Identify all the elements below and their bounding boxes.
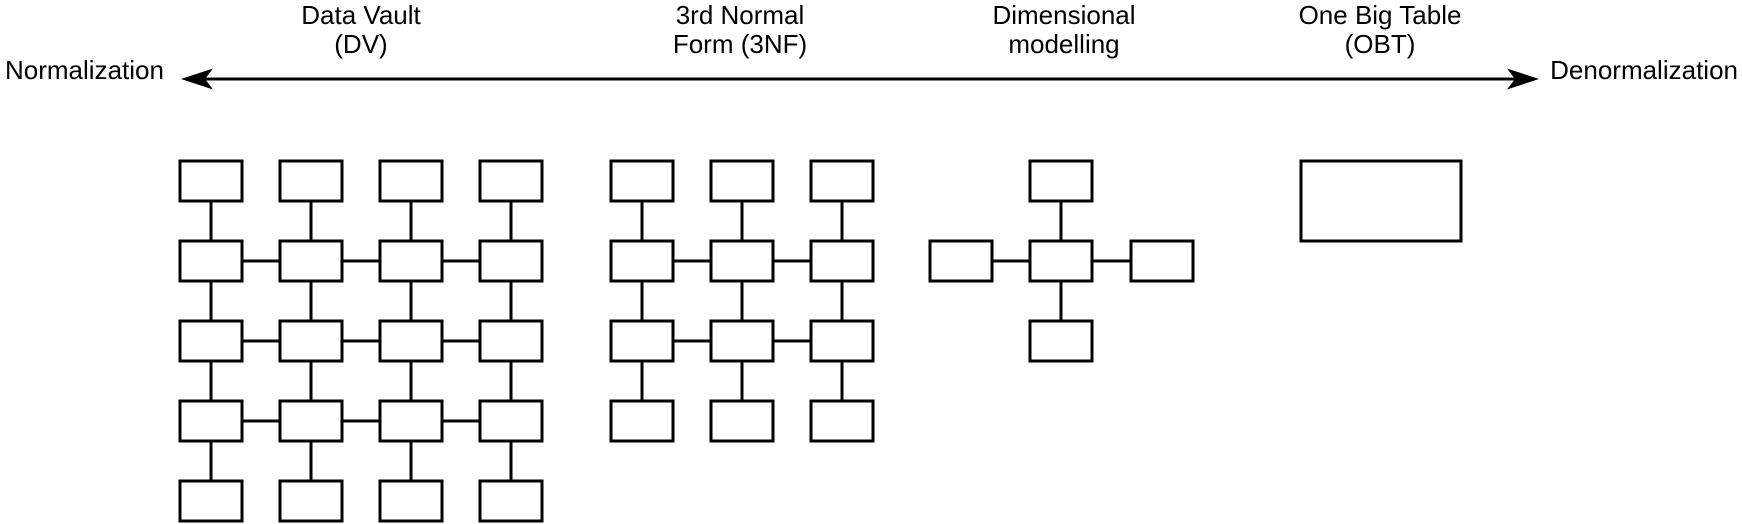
- right-arrowhead-icon: [1507, 68, 1539, 90]
- third-normal-form-schema-table-box: [809, 239, 875, 283]
- dimensional-star-schema-dimension-table-box: [1129, 239, 1195, 283]
- method-label-line2: modelling: [1008, 29, 1120, 59]
- method-label-line1: Dimensional: [992, 0, 1136, 30]
- third-normal-form-schema-table-box: [809, 399, 875, 443]
- one-big-table-schema-table-box: [1299, 159, 1463, 243]
- data-vault-schema-table-box: [178, 319, 244, 363]
- data-vault-schema-table-box: [278, 399, 344, 443]
- method-label-line1: 3rd Normal: [675, 0, 805, 30]
- data-vault-schema-table-box: [378, 319, 444, 363]
- data-vault-schema-table-box: [178, 239, 244, 283]
- data-vault-schema-table-box: [178, 159, 244, 203]
- third-normal-form-schema-table-box: [709, 239, 775, 283]
- method-label-line2: (DV): [334, 29, 388, 59]
- data-vault-schema-table-box: [278, 479, 344, 523]
- method-label-line1: Data Vault: [301, 0, 421, 30]
- normalization-label: Normalization: [5, 55, 164, 85]
- method-label-line2: (OBT): [1344, 29, 1416, 59]
- method-label-line1: One Big Table: [1298, 0, 1462, 30]
- third-normal-form-schema-table-box: [709, 159, 775, 203]
- third-normal-form-schema-table-box: [709, 319, 775, 363]
- method-label-one-big-table: One Big Table (OBT): [1299, 1, 1462, 59]
- data-vault-schema-table-box: [478, 399, 544, 443]
- denormalization-label: Denormalization: [1550, 55, 1738, 85]
- data-vault-schema-table-box: [478, 319, 544, 363]
- dimensional-star-schema-dimension-table-box: [1028, 159, 1094, 203]
- dimensional-star-schema-fact-table-box: [1028, 239, 1094, 283]
- third-normal-form-schema-table-box: [809, 319, 875, 363]
- dimensional-star-schema-dimension-table-box: [928, 239, 994, 283]
- left-arrowhead-icon: [181, 68, 213, 90]
- data-vault-schema-table-box: [378, 479, 444, 523]
- method-label-data-vault: Data Vault (DV): [301, 1, 420, 59]
- data-vault-schema-table-box: [478, 239, 544, 283]
- data-vault-schema-table-box: [278, 239, 344, 283]
- method-label-line2: Form (3NF): [672, 29, 808, 59]
- third-normal-form-schema-table-box: [609, 159, 675, 203]
- data-vault-schema-table-box: [178, 399, 244, 443]
- data-vault-schema-table-box: [478, 479, 544, 523]
- data-vault-schema-table-box: [278, 319, 344, 363]
- third-normal-form-schema-table-box: [609, 399, 675, 443]
- third-normal-form-schema-table-box: [809, 159, 875, 203]
- data-vault-schema-table-box: [378, 399, 444, 443]
- data-vault-schema-table-box: [378, 239, 444, 283]
- third-normal-form-schema-table-box: [609, 319, 675, 363]
- dimensional-star-schema-dimension-table-box: [1028, 319, 1094, 363]
- data-vault-schema-table-box: [478, 159, 544, 203]
- method-label-dimensional-modelling: Dimensional modelling: [992, 1, 1135, 59]
- third-normal-form-schema-table-box: [709, 399, 775, 443]
- data-vault-schema-table-box: [378, 159, 444, 203]
- third-normal-form-schema-table-box: [609, 239, 675, 283]
- data-vault-schema-table-box: [278, 159, 344, 203]
- method-label-third-normal-form: 3rd Normal Form (3NF): [673, 1, 807, 59]
- data-vault-schema-table-box: [178, 479, 244, 523]
